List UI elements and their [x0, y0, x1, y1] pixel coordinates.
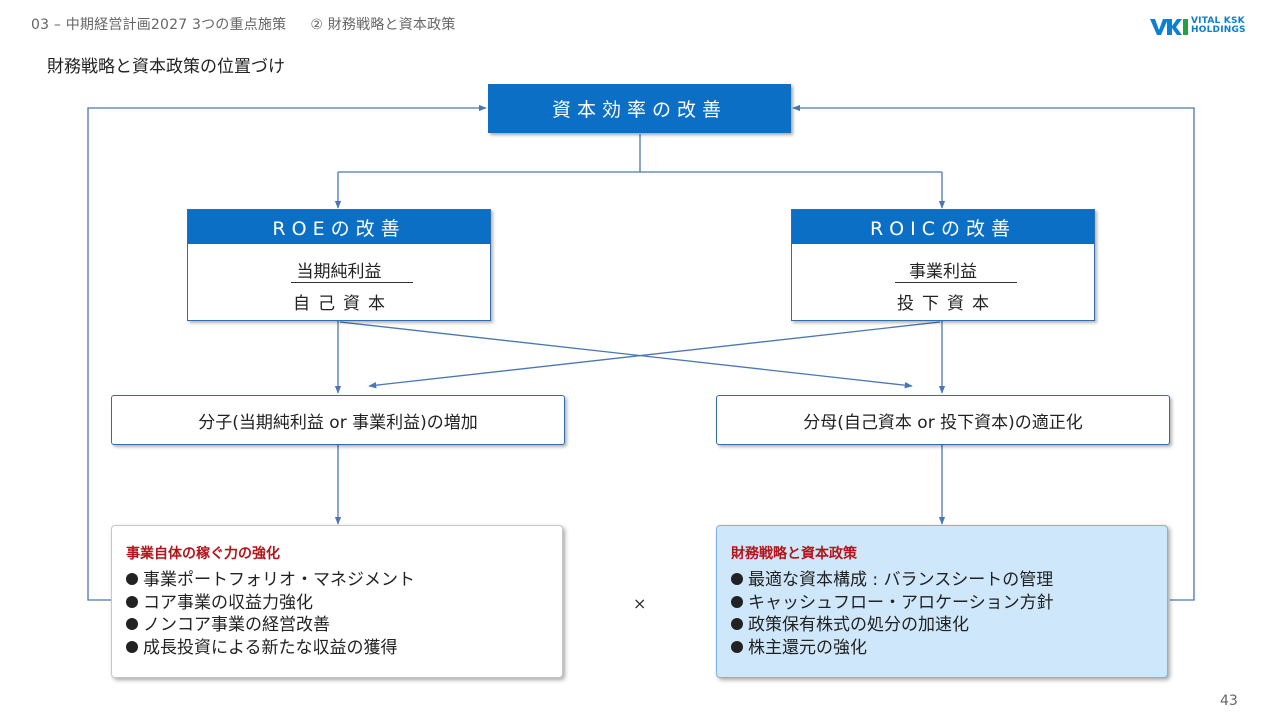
list-item: ノンコア事業の経営改善 — [126, 614, 548, 637]
bullet-icon — [731, 640, 743, 653]
roic-numerator: 事業利益 — [909, 262, 977, 282]
financial-strategy-list: 最適な資本構成 : バランスシートの管理 キャッシュフロー・アロケーション方針 … — [731, 569, 1153, 659]
logo-wordmark: VITAL KSK HOLDINGS — [1191, 17, 1246, 35]
logo-mark-icon — [1150, 19, 1188, 35]
list-item-text: 株主還元の強化 — [748, 637, 867, 658]
bullet-icon — [731, 595, 743, 608]
breadcrumb: 03 – 中期経営計画2027 3つの重点施策 ② 財務戦略と資本政策 — [31, 14, 456, 34]
logo-line-2: HOLDINGS — [1191, 25, 1246, 35]
roic-box: ROICの改善 事業利益 投下資本 — [791, 209, 1095, 321]
list-item-text: 最適な資本構成 : バランスシートの管理 — [748, 570, 1054, 590]
roe-numerator: 当期純利益 — [296, 262, 382, 282]
roic-fraction-line — [895, 282, 1017, 283]
list-item-text: キャッシュフロー・アロケーション方針 — [748, 592, 1054, 613]
list-item-text: 事業ポートフォリオ・マネジメント — [143, 570, 415, 590]
logo-line-1: VITAL KSK — [1191, 16, 1245, 26]
roic-denominator: 投下資本 — [897, 294, 997, 314]
list-item-text: 成長投資による新たな収益の獲得 — [143, 637, 398, 658]
bullet-icon — [126, 618, 138, 630]
roic-title: ROICの改善 — [792, 210, 1094, 244]
list-item: 事業ポートフォリオ・マネジメント — [126, 569, 548, 592]
list-item-text: 政策保有株式の処分の加速化 — [748, 615, 969, 635]
list-item: コア事業の収益力強化 — [126, 592, 548, 615]
breadcrumb-subsection: ② 財務戦略と資本政策 — [310, 17, 456, 33]
bullet-icon — [731, 573, 743, 585]
feedback-loop-left — [87, 104, 487, 601]
numerator-increase-box: 分子(当期純利益 or 事業利益)の増加 — [111, 395, 565, 445]
bullet-icon — [126, 573, 138, 585]
roe-box: ROEの改善 当期純利益 自己資本 — [187, 209, 491, 321]
financial-strategy-heading: 財務戦略と資本政策 — [731, 546, 857, 562]
roe-denominator: 自己資本 — [293, 294, 393, 314]
list-item-text: ノンコア事業の経営改善 — [143, 615, 330, 635]
feedback-loop-right — [792, 104, 1195, 601]
financial-strategy-panel: 財務戦略と資本政策 最適な資本構成 : バランスシートの管理 キャッシュフロー・… — [716, 525, 1168, 678]
list-item: 最適な資本構成 : バランスシートの管理 — [731, 569, 1153, 592]
company-logo: VITAL KSK HOLDINGS — [1150, 15, 1246, 37]
list-item: 政策保有株式の処分の加速化 — [731, 614, 1153, 637]
list-item: 株主還元の強化 — [731, 637, 1153, 660]
earning-power-list: 事業ポートフォリオ・マネジメント コア事業の収益力強化 ノンコア事業の経営改善 … — [126, 569, 548, 659]
list-item: 成長投資による新たな収益の獲得 — [126, 637, 548, 660]
arrow-roic-to-numerator — [368, 321, 941, 389]
bullet-icon — [126, 595, 138, 608]
page-number: 43 — [1220, 693, 1238, 709]
breadcrumb-section: 03 – 中期経営計画2027 3つの重点施策 — [31, 17, 287, 33]
roe-title: ROEの改善 — [188, 210, 490, 244]
arrow-roe-to-denominator — [339, 321, 913, 389]
multiply-operator: × — [633, 594, 647, 613]
earning-power-heading: 事業自体の稼ぐ力の強化 — [126, 546, 280, 562]
list-item-text: コア事業の収益力強化 — [143, 592, 313, 613]
slide-title: 財務戦略と資本政策の位置づけ — [47, 57, 285, 77]
earning-power-panel: 事業自体の稼ぐ力の強化 事業ポートフォリオ・マネジメント コア事業の収益力強化 … — [111, 525, 563, 678]
bullet-icon — [731, 618, 743, 630]
capital-efficiency-box: 資本効率の改善 — [488, 84, 791, 133]
bullet-icon — [126, 640, 138, 653]
list-item: キャッシュフロー・アロケーション方針 — [731, 592, 1153, 615]
denominator-optimization-box: 分母(自己資本 or 投下資本)の適正化 — [716, 395, 1170, 445]
roe-fraction-line — [291, 282, 413, 283]
